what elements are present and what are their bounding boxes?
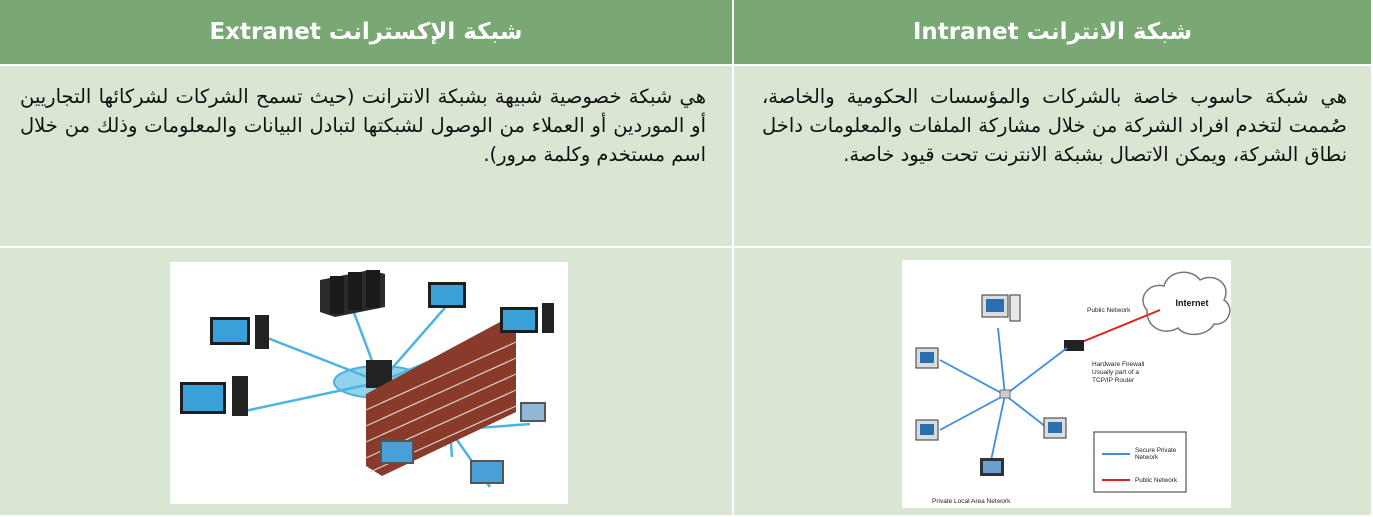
extranet-network-svg: [180, 270, 554, 488]
extranet-network-illustration: [170, 262, 568, 504]
lan-label: Private Local Area Network: [932, 498, 1011, 505]
firewall-icon: [1064, 340, 1084, 351]
intranet-header-text: شبكة الانترانت Intranet: [912, 19, 1193, 45]
extranet-header: شبكة الإكسترانت Extranet: [0, 0, 734, 66]
internet-cloud-icon: Internet: [1142, 271, 1231, 336]
intranet-header: شبكة الانترانت Intranet: [734, 0, 1373, 66]
computer-icons: [180, 282, 554, 484]
internet-label: Internet: [1175, 298, 1208, 308]
intranet-description-cell: هي شبكة حاسوب خاصة بالشركات والمؤسسات ال…: [734, 66, 1373, 248]
extranet-header-text: شبكة الإكسترانت Extranet: [209, 19, 523, 45]
legend-public: Public Network: [1135, 477, 1178, 484]
extranet-image-cell: [0, 248, 734, 517]
firewall-line3: TCP/IP Router: [1092, 377, 1135, 384]
extranet-description-cell: هي شبكة خصوصية شبيهة بشبكة الانترانت (حي…: [0, 66, 734, 248]
switch-icon: [999, 389, 1011, 399]
workstation-icons: [915, 294, 1067, 476]
extranet-description: هي شبكة خصوصية شبيهة بشبكة الانترانت (حي…: [20, 85, 706, 166]
intranet-diagram-svg: Internet Public Network Hardware Firewal…: [915, 271, 1231, 505]
public-network-label: Public Network: [1087, 307, 1131, 314]
firewall-line1: Hardware Firewall: [1092, 361, 1145, 368]
legend-secure-line1: Secure Private: [1135, 447, 1177, 454]
intranet-image-cell: Internet Public Network Hardware Firewal…: [734, 248, 1373, 517]
legend-secure-line2: Network: [1135, 454, 1159, 461]
intranet-network-diagram: Internet Public Network Hardware Firewal…: [902, 260, 1231, 508]
diagram-legend: Secure Private Network Public Network: [1093, 431, 1187, 493]
firewall-line2: Usually part of a: [1092, 369, 1139, 376]
intranet-description: هي شبكة حاسوب خاصة بالشركات والمؤسسات ال…: [762, 85, 1347, 166]
server-rack-icon: [320, 270, 385, 317]
public-link-line: [1071, 309, 1161, 347]
brick-wall-icon: [365, 322, 517, 476]
